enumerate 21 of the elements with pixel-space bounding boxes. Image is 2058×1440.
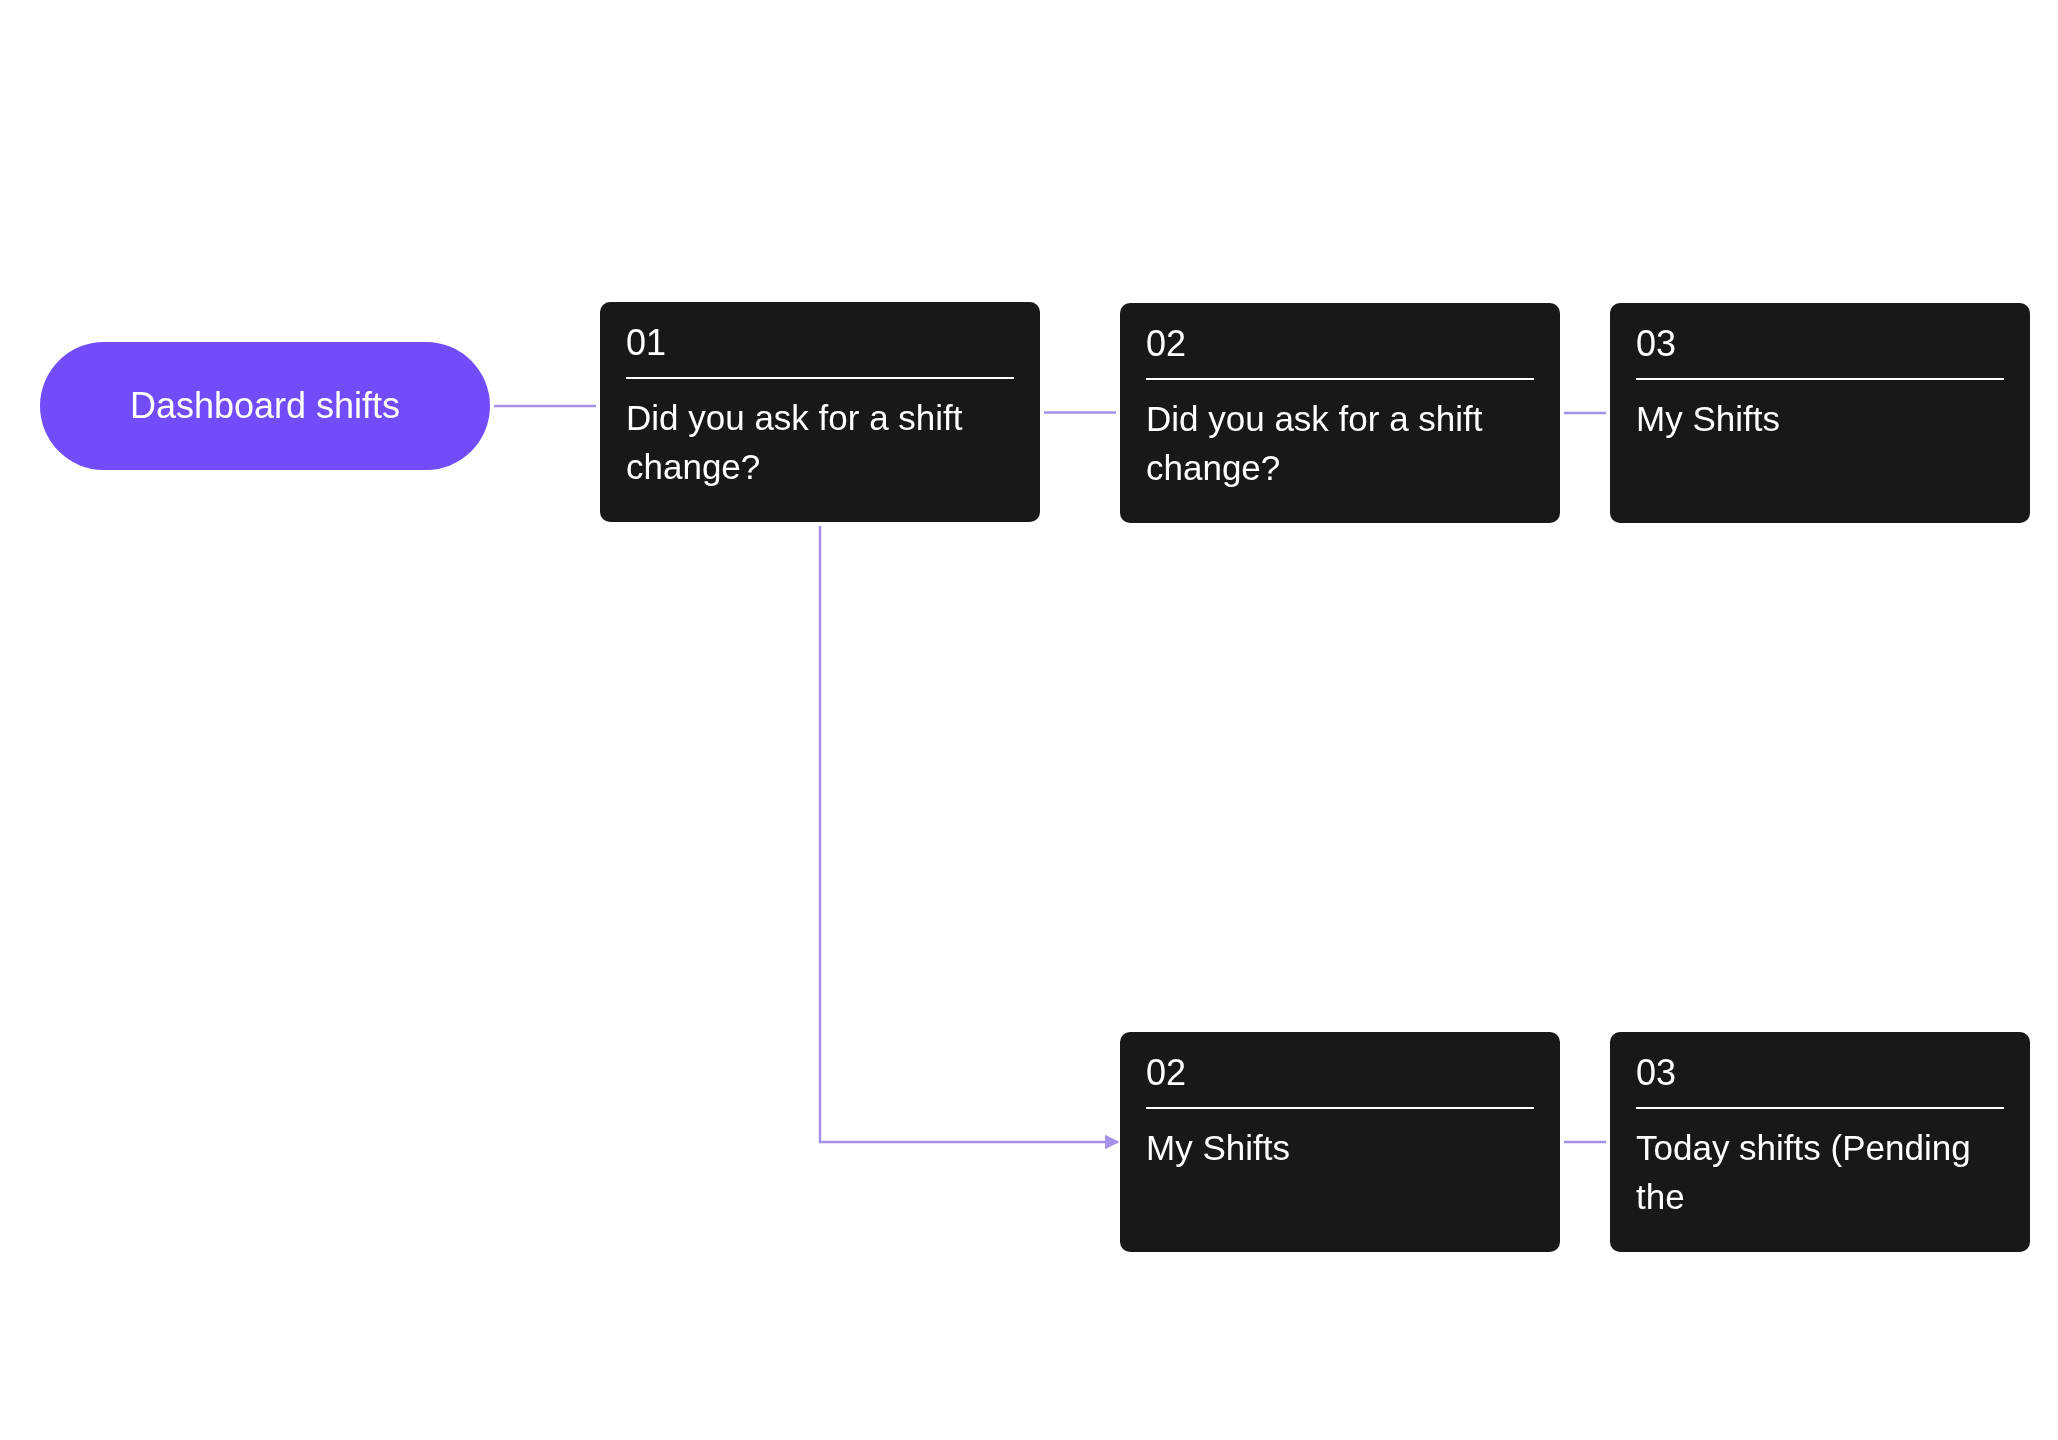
step-number: 03 [1636, 322, 1677, 366]
step-card [1610, 303, 2030, 523]
connector-line [1564, 411, 1606, 415]
step-card [1120, 303, 1560, 523]
pill-label: Dashboard shifts [129, 385, 401, 427]
step-number: 01 [626, 321, 667, 365]
arrow [818, 526, 1120, 1150]
connector-line [494, 404, 596, 408]
step-text: Did you ask for a shift change? [626, 396, 964, 488]
step-text: Today shifts (Pending the [1636, 1126, 1972, 1218]
step-number: 02 [1146, 1051, 1187, 1095]
step-card [600, 302, 1040, 522]
step-text: My Shifts [1636, 397, 1780, 440]
connector-line [1564, 1140, 1606, 1144]
connector-line [1044, 411, 1116, 414]
step-number: 03 [1636, 1051, 1677, 1095]
step-card [1610, 1032, 2030, 1252]
step-text: Did you ask for a shift change? [1146, 397, 1484, 489]
step-text: My Shifts [1146, 1126, 1290, 1169]
step-number: 02 [1146, 322, 1187, 366]
step-card [1120, 1032, 1560, 1252]
